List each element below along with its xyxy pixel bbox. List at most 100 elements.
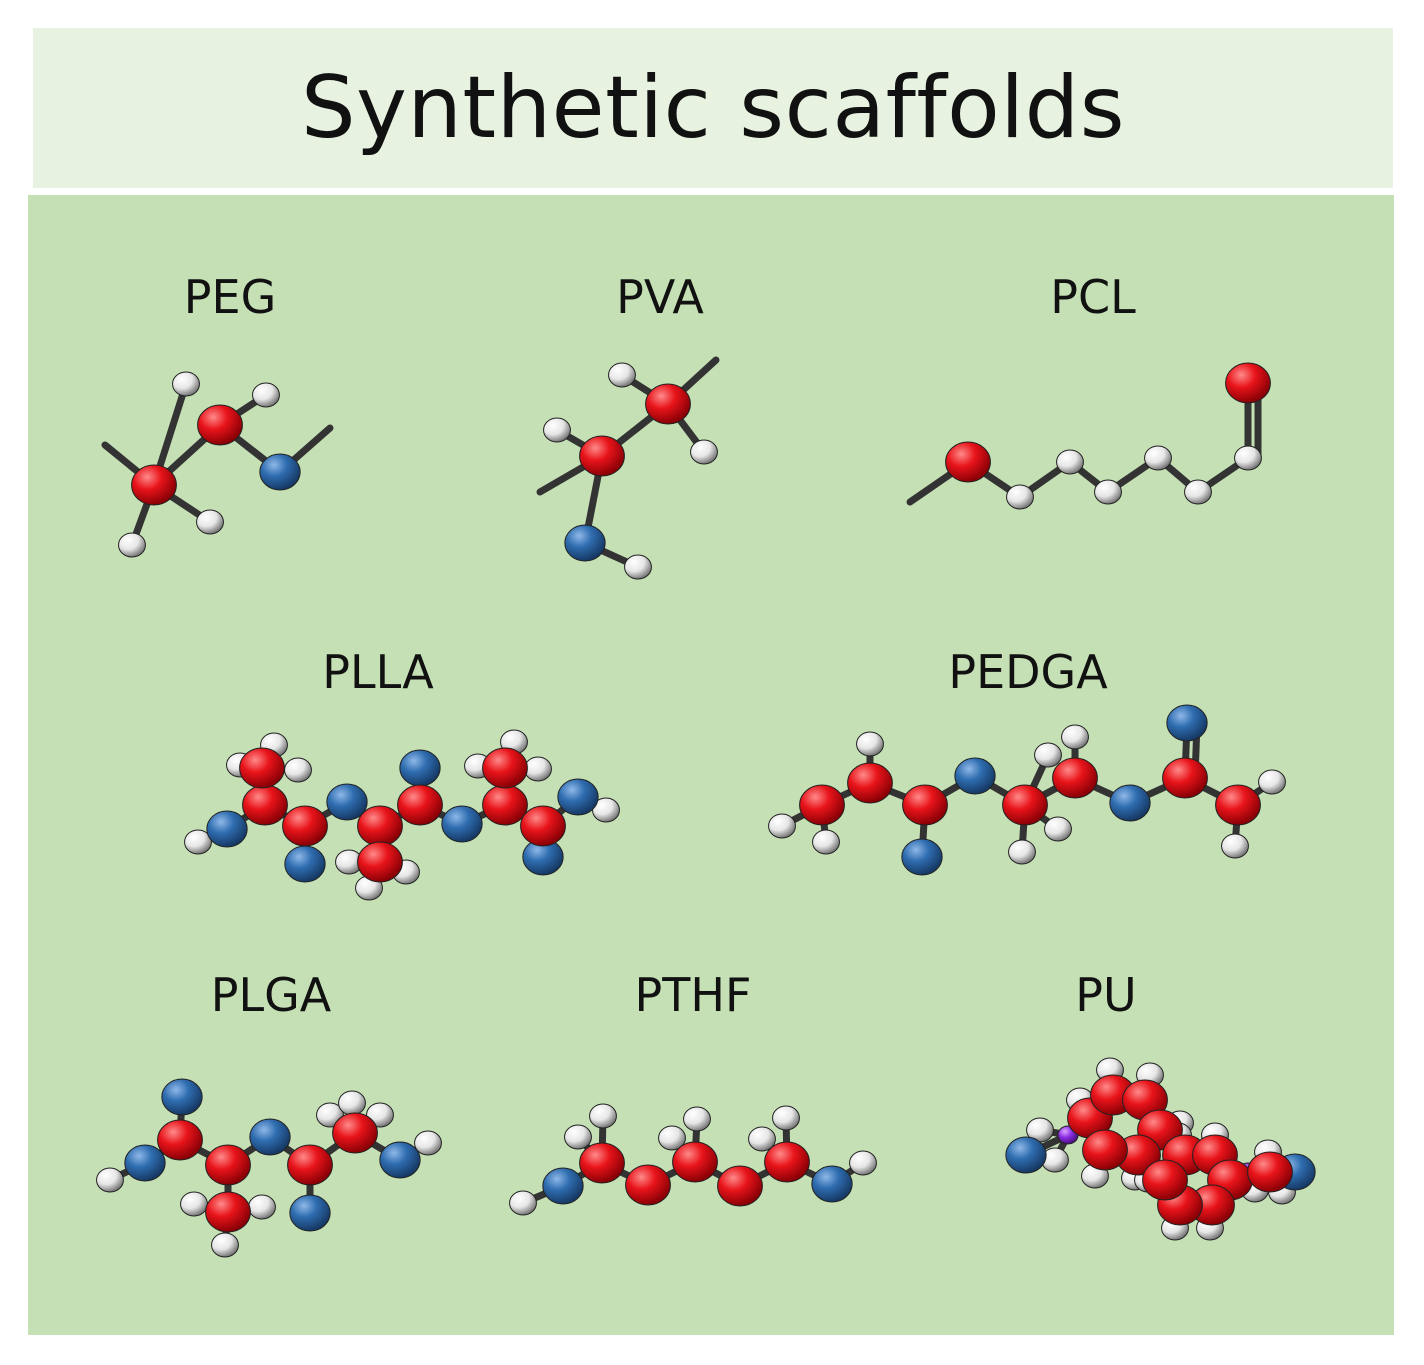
molecule-plla [184,729,620,901]
molecule-illustrations [96,356,1316,1258]
atom-blue [1109,784,1151,822]
atom-blue [1005,1136,1047,1174]
atom-white [414,1130,442,1156]
atom-white [118,532,146,558]
atom-red [717,1165,763,1207]
atom-red [1082,1129,1128,1171]
atom-red [287,1144,333,1186]
atom-white [172,371,200,397]
atom-red [482,784,528,826]
atom-white [284,757,312,783]
atom-red [1142,1159,1188,1201]
atom-red [197,404,243,446]
atom-white [589,1103,617,1129]
atom-white [338,1090,366,1116]
atom-red [1215,784,1261,826]
atom-blue [901,838,943,876]
atom-blue [399,749,441,787]
atom-red [1247,1151,1293,1193]
atom-red [239,747,285,789]
atom-red [242,784,288,826]
atom-white [524,756,552,782]
atom-red [579,435,625,477]
label-pcl: PCL [1050,270,1136,324]
atom-red [945,441,991,483]
atom-red [131,464,177,506]
label-pedga: PEDGA [948,645,1108,699]
atom-white [849,1150,877,1176]
atom-red [764,1141,810,1183]
atom-red [1162,757,1208,799]
molecule-pthf [509,1103,877,1216]
label-pu: PU [1075,968,1137,1022]
atom-white [1234,445,1262,471]
atom-blue [811,1165,853,1203]
atom-red [332,1112,378,1154]
atom-white [248,1194,276,1220]
atom-blue [289,1194,331,1232]
atom-red [520,805,566,847]
atom-white [812,829,840,855]
atom-blue [564,524,606,562]
atom-red [799,784,845,826]
atom-white [608,362,636,388]
atom-red [157,1119,203,1161]
atom-white [748,1126,776,1152]
atom-white [1008,839,1036,865]
atom-white [1144,445,1172,471]
atom-red [205,1144,251,1186]
atom-white [1061,724,1089,750]
atom-blue [441,805,483,843]
atom-white [211,1232,239,1258]
atom-white [1221,833,1249,859]
molecule-pcl [906,362,1271,510]
atom-blue [557,778,599,816]
label-peg: PEG [183,270,277,324]
atom-red [625,1164,671,1206]
atom-blue [249,1118,291,1156]
atom-blue [954,757,996,795]
figure-title: Synthetic scaffolds [300,58,1126,158]
atom-white [252,382,280,408]
atom-white [564,1124,592,1150]
atom-red [847,762,893,804]
atom-red [579,1142,625,1184]
atom-red [1002,784,1048,826]
atom-white [1006,484,1034,510]
atom-white [768,813,796,839]
atom-white [1056,449,1084,475]
molecule-pedga [768,704,1286,876]
atom-red [205,1191,251,1233]
atom-blue [379,1141,421,1179]
atom-red [397,784,443,826]
atom-red [282,805,328,847]
molecule-pu [1005,1057,1316,1241]
molecule-pva [536,356,720,580]
atom-white [1184,479,1212,505]
atom-white [772,1105,800,1131]
label-plla: PLLA [322,645,434,699]
atom-blue [326,783,368,821]
atom-white [683,1106,711,1132]
atom-red [1052,757,1098,799]
atom-white [690,439,718,465]
label-pthf: PTHF [634,968,752,1022]
atom-white [1258,769,1286,795]
title-banner: Synthetic scaffolds [33,28,1393,188]
atom-white [509,1190,537,1216]
atom-red [672,1141,718,1183]
label-plga: PLGA [210,968,332,1022]
atom-white [1034,742,1062,768]
atom-white [543,417,571,443]
atom-blue [542,1167,584,1205]
atom-red [357,841,403,883]
atom-white [180,1191,208,1217]
atom-blue [161,1078,203,1116]
molecule-peg [101,371,334,558]
atom-white [96,1167,124,1193]
atom-white [624,554,652,580]
atom-white [856,731,884,757]
atom-white [1044,816,1072,842]
atom-red [902,784,948,826]
atom-red [357,805,403,847]
